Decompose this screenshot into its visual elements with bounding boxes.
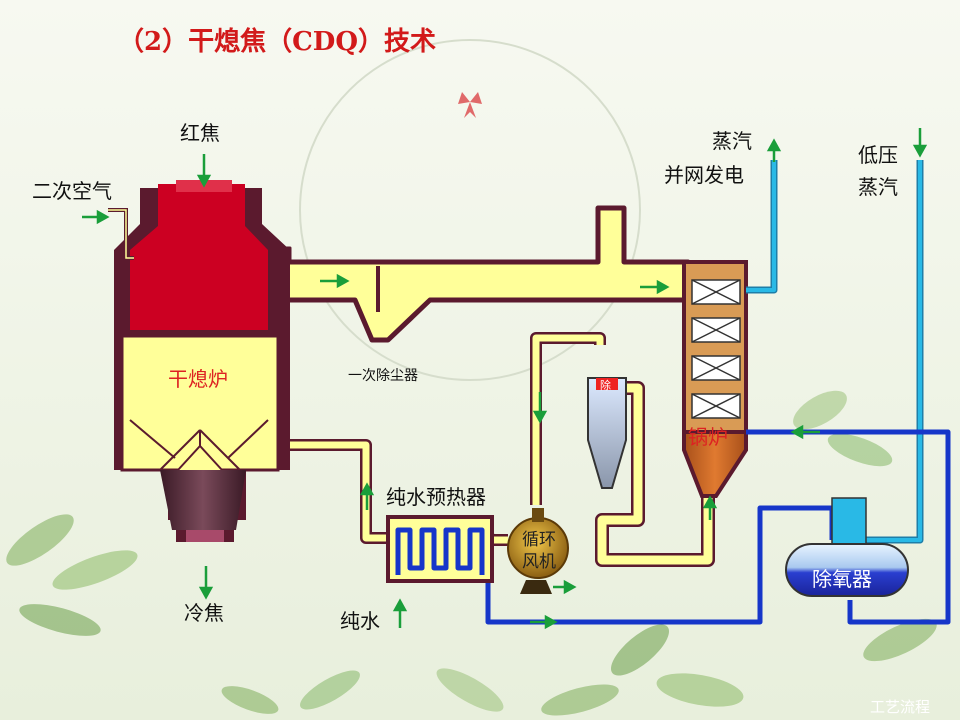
oven-label: 干熄炉 xyxy=(168,367,228,391)
cyclone-label: 除 xyxy=(600,378,611,392)
steam-label-line2: 并网发电 xyxy=(664,163,744,187)
secondary-air-label: 二次空气 xyxy=(32,179,112,203)
fan-label-line2: 风机 xyxy=(522,552,556,572)
secondary-cyclone xyxy=(587,377,627,489)
flow-arrows xyxy=(82,128,928,630)
lp-steam-label-line2: 蒸汽 xyxy=(858,175,898,199)
deaerator-label: 除氧器 xyxy=(812,567,872,591)
waste-heat-boiler xyxy=(682,260,748,498)
steam-label-line1: 蒸汽 xyxy=(712,129,752,153)
preheater-label: 纯水预热器 xyxy=(386,485,486,509)
page-title: （2）干熄焦（CDQ）技术 xyxy=(118,26,436,57)
lp-steam-label-line1: 低压 xyxy=(858,143,898,167)
decor-circle xyxy=(299,39,641,381)
circulation-fan xyxy=(507,508,569,594)
red-coke-label: 红焦 xyxy=(180,121,220,145)
deaerator xyxy=(785,497,909,597)
decor-leaves xyxy=(6,390,937,716)
decor-butterfly xyxy=(458,92,482,118)
primary-dust-collector-label: 一次除尘器 xyxy=(348,368,418,384)
cold-coke-label: 冷焦 xyxy=(184,601,224,625)
watermark: 工艺流程 xyxy=(870,698,930,716)
fan-label-line1: 循环 xyxy=(522,530,556,550)
pure-water-preheater xyxy=(386,515,494,583)
boiler-label: 锅炉 xyxy=(688,425,728,449)
cdq-oven xyxy=(108,180,290,542)
pure-water-label: 纯水 xyxy=(340,609,380,633)
